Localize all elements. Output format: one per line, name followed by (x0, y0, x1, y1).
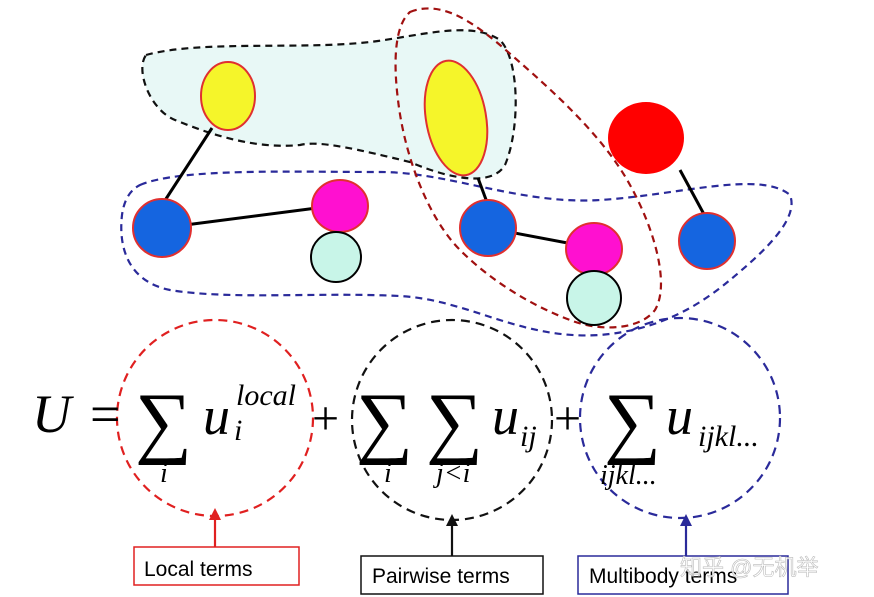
eq-pair-sub: ij (520, 420, 537, 453)
eq-pair-index-outer: i (384, 458, 392, 489)
pairwise-terms-box (360, 555, 544, 595)
eq-pair-base: u (492, 386, 519, 446)
red-dashed-region (394, 7, 663, 329)
eq-sum-pair-outer: ∑ (356, 378, 413, 466)
bond-yellow-left-blue (160, 127, 214, 206)
eq-plus-1: + (312, 392, 339, 445)
local-terms-label: Local terms (144, 558, 253, 581)
arrow-local-head (209, 508, 221, 520)
multibody-terms-label: Multibody terms (589, 565, 737, 588)
eq-local-base: u (203, 386, 230, 446)
node-red-right (608, 102, 684, 174)
multibody-term-circle (578, 316, 782, 520)
multibody-terms-box (577, 555, 789, 595)
eq-local-sub: i (234, 414, 242, 447)
arrow-pairwise-head (446, 514, 458, 526)
watermark-text: 知乎 @无机举 (680, 555, 818, 580)
eq-local-index: i (160, 458, 168, 489)
node-yellow-left (200, 61, 256, 131)
eq-plus-2: + (554, 392, 581, 445)
eq-local-sup: local (236, 379, 296, 412)
node-blue-mid (459, 199, 517, 257)
eq-equals: = (90, 384, 120, 444)
eq-sum-multi: ∑ (604, 378, 661, 466)
eq-sum-pair-inner: ∑ (426, 378, 483, 466)
eq-sum-local: ∑ (135, 378, 192, 466)
pairwise-terms-label: Pairwise terms (372, 565, 510, 588)
eq-multi-sub: ijkl... (698, 420, 759, 453)
node-yellow-mid (423, 59, 489, 177)
eq-pair-index-inner: j<i (433, 458, 470, 489)
node-mint-left (310, 231, 362, 283)
node-magenta-mid (565, 222, 623, 276)
node-mint-mid (566, 270, 622, 326)
node-blue-left (132, 198, 192, 258)
blue-dashed-region (120, 170, 793, 337)
eq-multi-base: u (666, 386, 693, 446)
arrow-multibody-head (680, 514, 692, 526)
eq-lhs: U (32, 384, 74, 444)
eq-multi-index: ijkl... (600, 460, 657, 491)
local-terms-box (133, 546, 300, 586)
node-magenta-left (311, 179, 369, 233)
bond-red-blue-right (678, 169, 708, 219)
node-blue-right (678, 212, 736, 270)
